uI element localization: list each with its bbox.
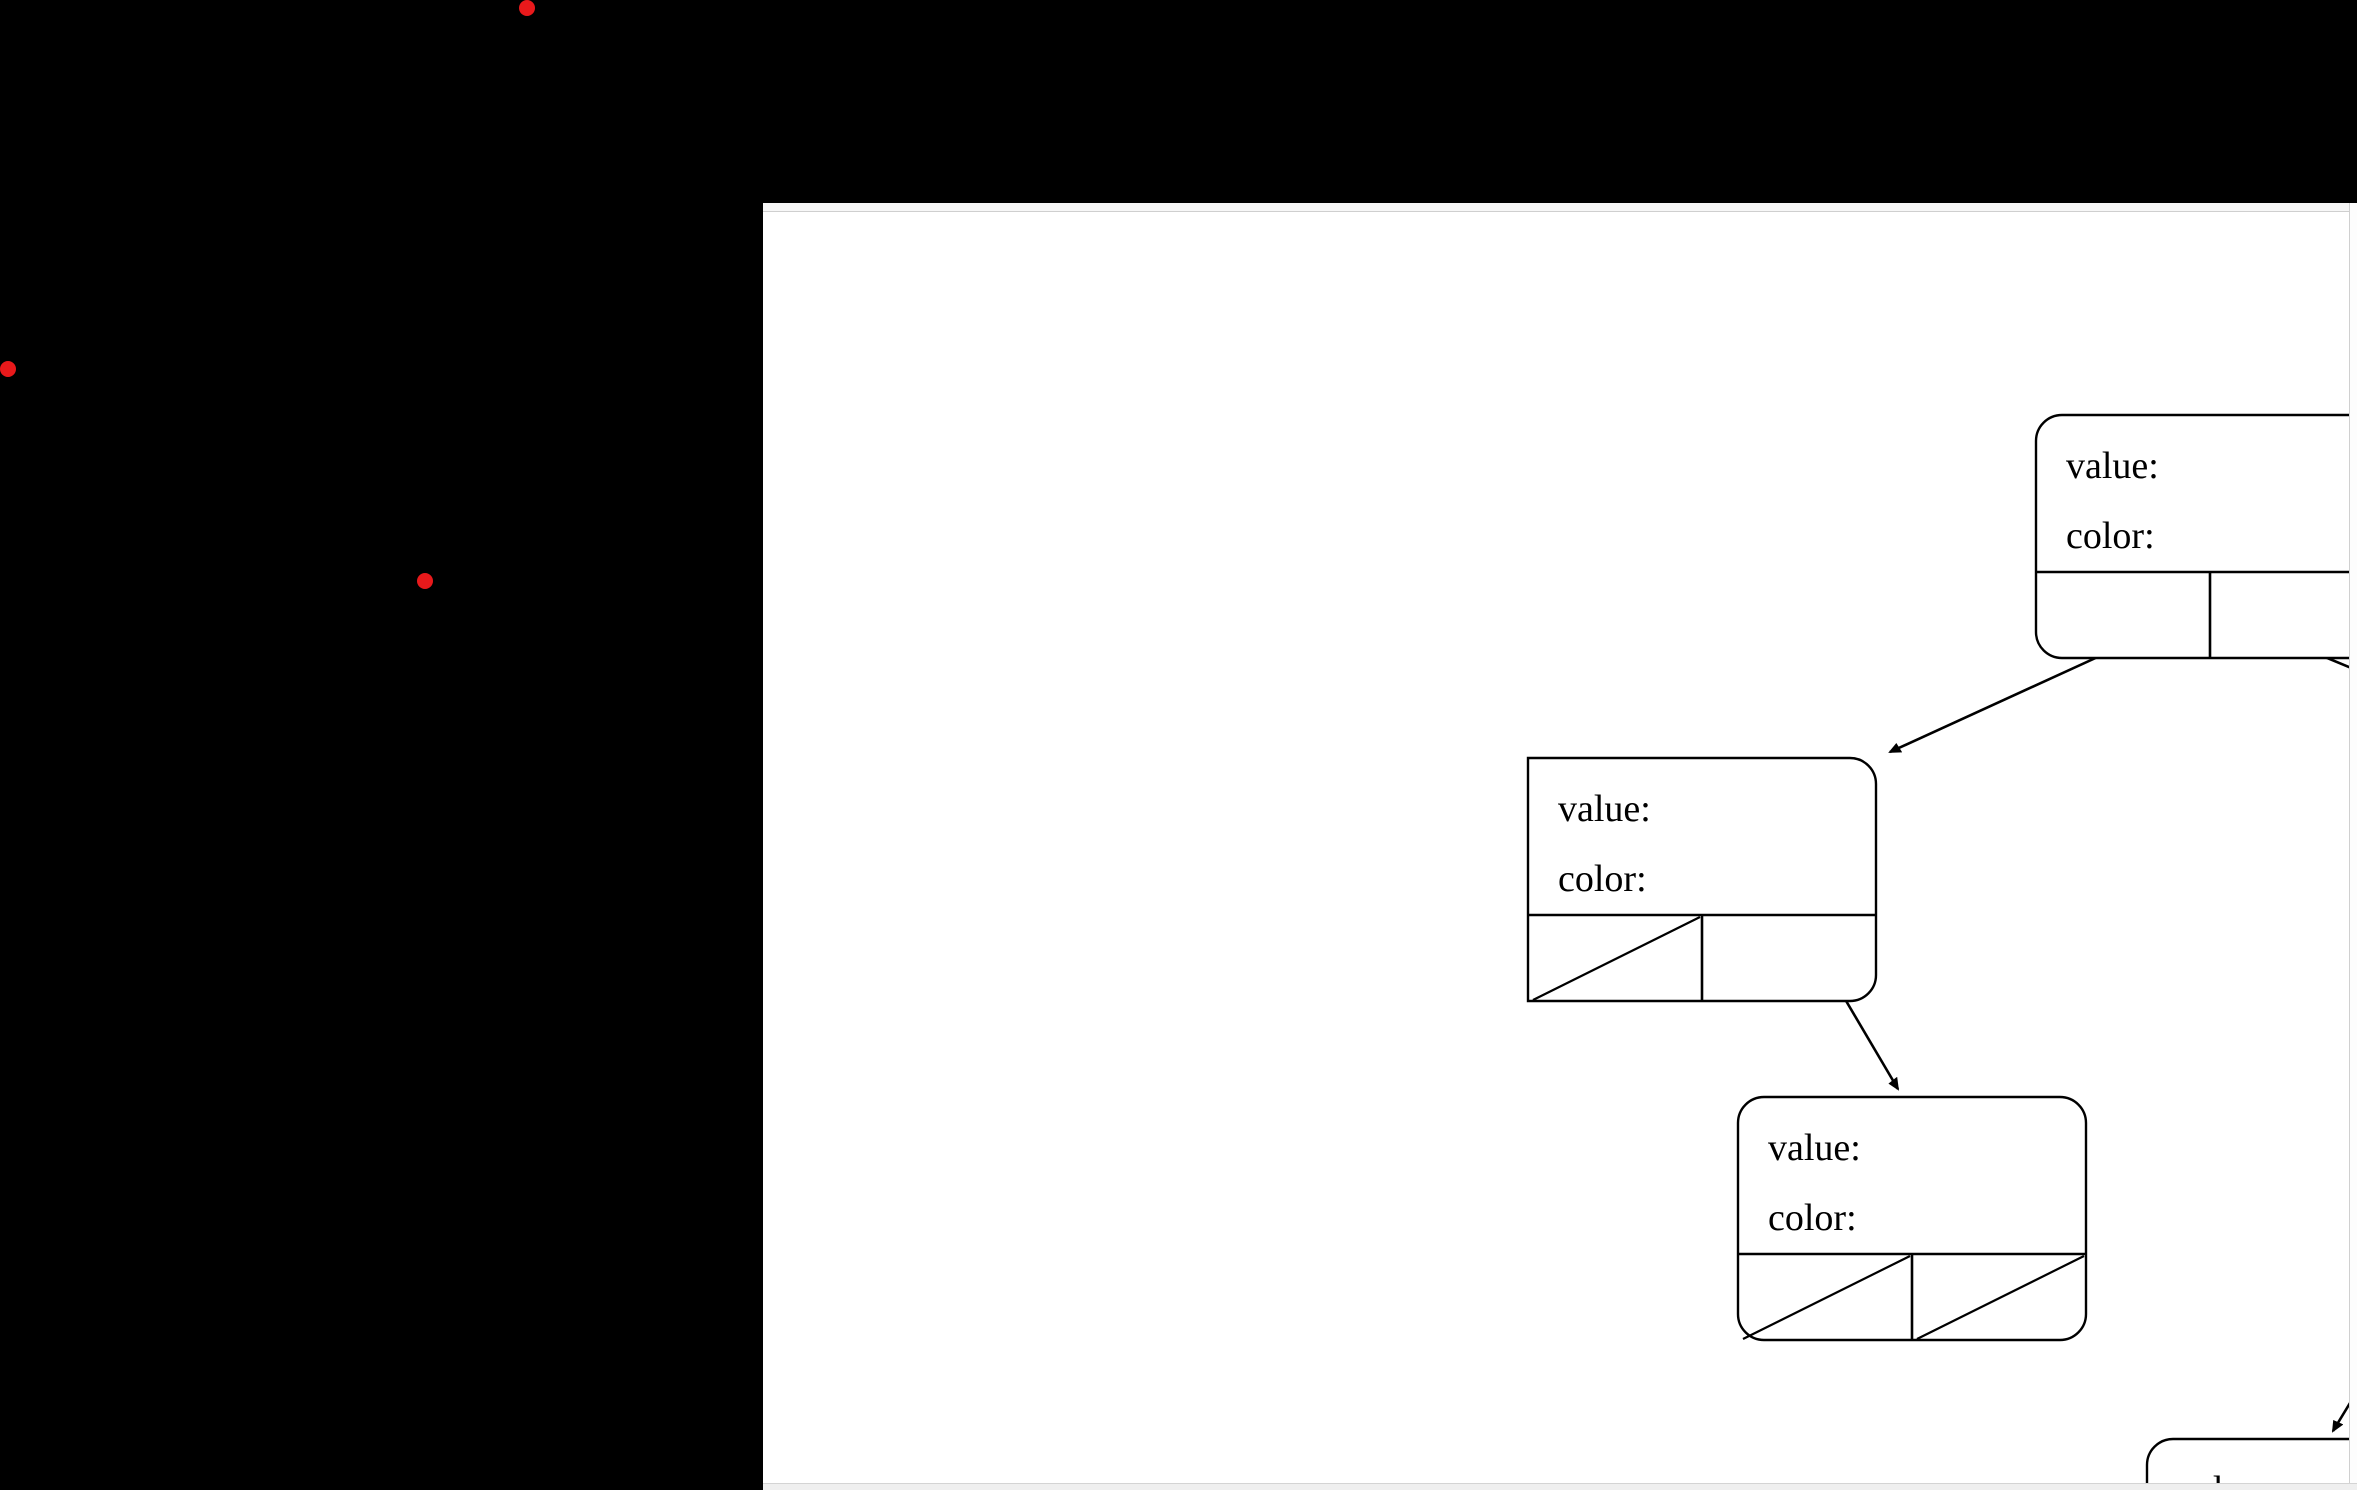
- node-left-color-label: color:: [1558, 858, 1647, 900]
- node-root[interactable]: value: color:: [2034, 413, 2357, 660]
- node-left-null-left-pointer: [1532, 916, 1701, 1001]
- node-left-value-label: value:: [1558, 788, 1651, 830]
- node-left-right[interactable]: value: color:: [1736, 1095, 2088, 1342]
- panel-bottom-strip: [763, 1483, 2357, 1490]
- marker-dot-middle: [417, 573, 433, 589]
- marker-dot-top: [519, 0, 535, 16]
- node-left-right-null-right-pointer: [1916, 1255, 2085, 1340]
- edge-root-left: [1888, 648, 2114, 754]
- marker-dot-left: [0, 361, 16, 377]
- panel-scrollbar[interactable]: [2349, 203, 2357, 1490]
- node-left-right-null-left-pointer: [1742, 1255, 1911, 1340]
- edge-root-right: [2307, 648, 2357, 672]
- node-left[interactable]: value: color:: [1526, 756, 1878, 1003]
- node-left-right-color-label: color:: [1768, 1197, 1857, 1239]
- edge-right-left-left: [2331, 1389, 2357, 1433]
- tree-diagram: value: color: value: color: value: color…: [1526, 413, 2357, 1490]
- panel-top-strip: [763, 203, 2357, 212]
- diagram-panel[interactable]: value: color: value: color: value: color…: [763, 203, 2357, 1490]
- node-root-color-label: color:: [2066, 515, 2155, 557]
- node-root-value-label: value:: [2066, 445, 2159, 487]
- node-left-right-value-label: value:: [1768, 1127, 1861, 1169]
